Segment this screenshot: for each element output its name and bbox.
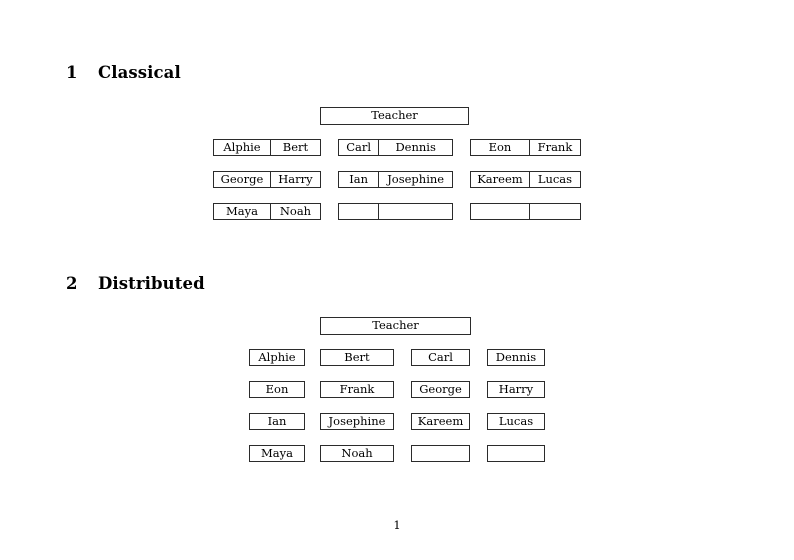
section-title: Distributed xyxy=(98,274,205,293)
student-box[interactable]: Maya xyxy=(249,445,305,462)
teacher-box-classical[interactable]: Teacher xyxy=(320,107,469,125)
page-number: 1 xyxy=(393,518,401,532)
student-cell[interactable]: Maya xyxy=(225,204,258,218)
table-row[interactable]: Ian Josephine xyxy=(338,171,453,188)
table-row[interactable]: Alphie Bert xyxy=(213,139,321,156)
student-box[interactable]: Kareem xyxy=(411,413,470,430)
table-row[interactable]: Carl Dennis xyxy=(338,139,453,156)
student-box[interactable]: Alphie xyxy=(249,349,305,366)
student-box[interactable]: Lucas xyxy=(487,413,545,430)
student-cell[interactable]: George xyxy=(220,172,264,186)
student-box[interactable]: Dennis xyxy=(487,349,545,366)
section-number: 1 xyxy=(66,63,78,82)
student-box[interactable]: Noah xyxy=(320,445,394,462)
student-cell[interactable]: Noah xyxy=(269,204,320,219)
student-cell[interactable]: Ian xyxy=(349,172,369,186)
student-box[interactable]: Eon xyxy=(249,381,305,398)
table-row[interactable]: Kareem Lucas xyxy=(470,171,581,188)
student-box-empty[interactable] xyxy=(487,445,545,462)
section-number: 2 xyxy=(66,274,78,293)
table-row[interactable]: Eon Frank xyxy=(470,139,581,156)
table-row[interactable]: George Harry xyxy=(213,171,321,188)
table-row[interactable] xyxy=(470,203,581,220)
table-row[interactable]: Maya Noah xyxy=(213,203,321,220)
student-cell-empty[interactable] xyxy=(339,204,378,219)
student-cell[interactable]: Frank xyxy=(528,140,580,155)
student-box[interactable]: Frank xyxy=(320,381,394,398)
student-cell[interactable]: Eon xyxy=(488,140,512,154)
section-title: Classical xyxy=(98,63,181,82)
table-row[interactable] xyxy=(338,203,453,220)
section-heading-distributed: 2 Distributed xyxy=(66,274,205,293)
teacher-box-distributed[interactable]: Teacher xyxy=(320,317,471,335)
student-cell[interactable]: Harry xyxy=(269,172,320,187)
student-cell[interactable]: Carl xyxy=(346,140,372,154)
student-cell-empty[interactable] xyxy=(528,204,580,219)
student-cell[interactable]: Bert xyxy=(269,140,320,155)
student-box[interactable]: Bert xyxy=(320,349,394,366)
student-cell-empty[interactable] xyxy=(378,204,452,219)
student-box[interactable]: George xyxy=(411,381,470,398)
student-cell[interactable]: Josephine xyxy=(378,172,452,187)
section-heading-classical: 1 Classical xyxy=(66,63,181,82)
student-cell[interactable]: Dennis xyxy=(378,140,452,155)
student-cell[interactable]: Kareem xyxy=(477,172,523,186)
student-box[interactable]: Josephine xyxy=(320,413,394,430)
student-cell[interactable]: Lucas xyxy=(528,172,580,187)
student-box[interactable]: Ian xyxy=(249,413,305,430)
student-box-empty[interactable] xyxy=(411,445,470,462)
student-box[interactable]: Carl xyxy=(411,349,470,366)
student-cell-empty[interactable] xyxy=(471,204,529,219)
student-cell[interactable]: Alphie xyxy=(223,140,261,154)
student-box[interactable]: Harry xyxy=(487,381,545,398)
